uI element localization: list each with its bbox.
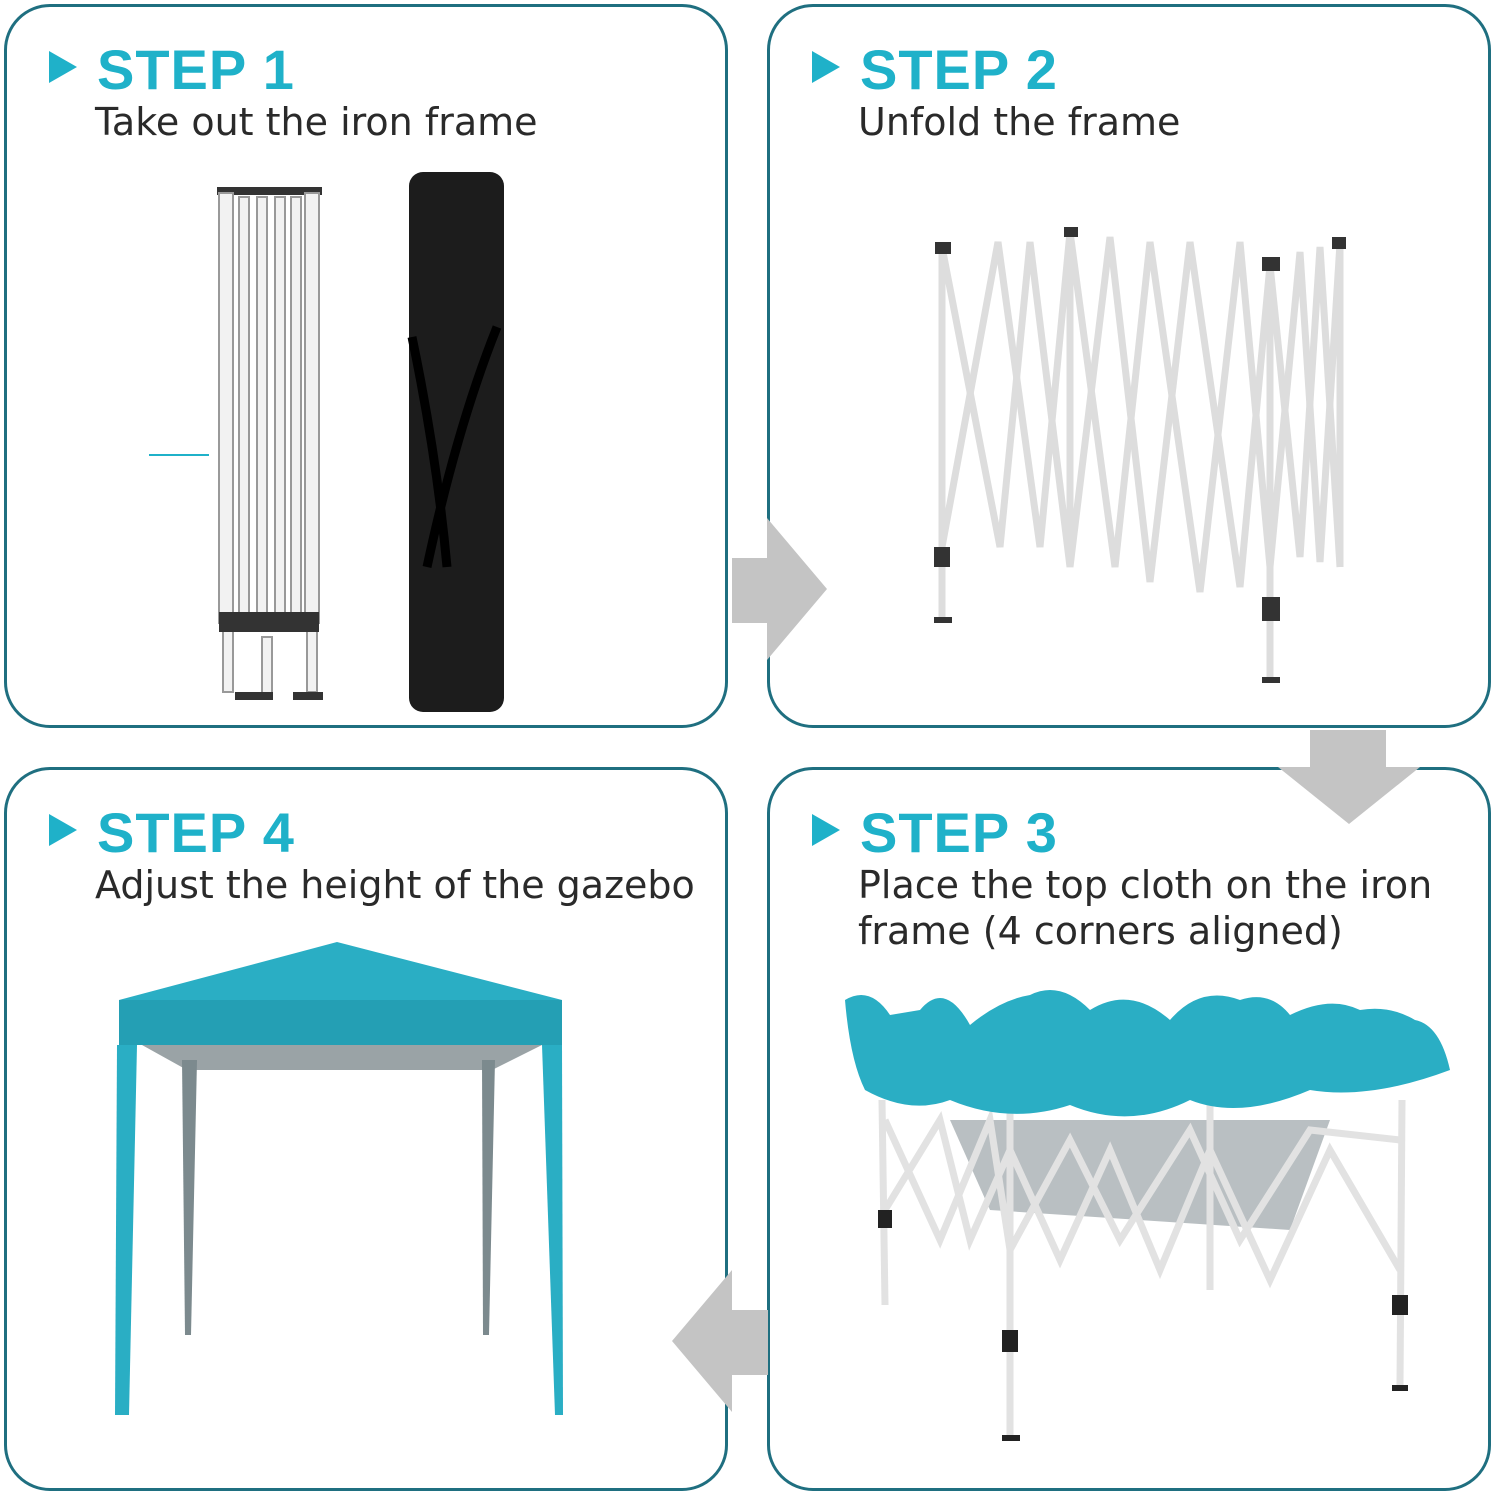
arrow-right-icon <box>732 518 827 660</box>
step-3-panel: STEP 3 Place the top cloth on the iron f… <box>767 767 1491 1491</box>
frame-with-cloth-image <box>845 990 1450 1441</box>
step-description: Take out the iron frame <box>95 100 538 144</box>
step-description: Place the top cloth on the iron frame (4… <box>858 863 1433 953</box>
assembled-gazebo-image <box>115 942 563 1415</box>
arrow-left-icon <box>672 1270 768 1412</box>
unfolded-frame-image <box>934 227 1346 683</box>
step-description: Unfold the frame <box>858 100 1181 144</box>
step-4-panel: STEP 4 Adjust the height of the gazebo <box>4 767 728 1491</box>
step-title: STEP 1 <box>97 38 295 101</box>
step-description: Adjust the height of the gazebo <box>95 863 695 907</box>
step-2-panel: STEP 2 Unfold the frame <box>767 4 1491 728</box>
folded-frame-and-bag-image <box>149 172 504 712</box>
step-title: STEP 2 <box>860 38 1058 101</box>
step-title: STEP 4 <box>97 801 295 864</box>
play-triangle-icon <box>49 814 77 846</box>
step-title: STEP 3 <box>860 801 1058 864</box>
play-triangle-icon <box>812 814 840 846</box>
step-1-panel: STEP 1 Take out the iron frame <box>4 4 728 728</box>
arrow-down-icon <box>1278 730 1420 824</box>
play-triangle-icon <box>812 51 840 83</box>
play-triangle-icon <box>49 51 77 83</box>
